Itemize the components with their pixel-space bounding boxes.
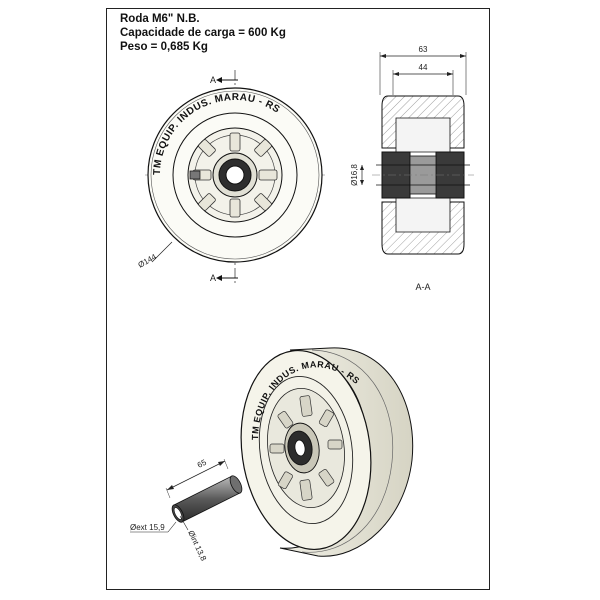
- section-view: 63 44 Ø16,8 A-A: [350, 45, 474, 292]
- dim-inner-width: 44: [419, 63, 428, 72]
- front-diameter-label: Ø144: [137, 252, 159, 270]
- axle-body: [173, 475, 241, 523]
- section-hub-web-upper: [395, 117, 451, 153]
- section-mark-bottom: A: [210, 273, 216, 283]
- iso-hub-spokes: [269, 395, 343, 501]
- section-hub-web-lower: [395, 197, 451, 233]
- axle-length-dim: [166, 460, 226, 491]
- axle-length-label: 65: [196, 457, 209, 469]
- tire-outer-line: [150, 90, 320, 260]
- axle-outer-diameter: Øext 15,9: [130, 523, 165, 532]
- dim-outer-width: 63: [419, 45, 428, 54]
- axle-tube: [171, 475, 243, 523]
- iso-axle-bore: [294, 439, 306, 457]
- title-block: Roda M6" N.B. Capacidade de carga = 600 …: [120, 12, 286, 54]
- front-view: A A TM EQUIP. INDUS. MARAU - RS: [137, 70, 325, 285]
- section-arrowhead-bottom: [216, 275, 222, 281]
- dim-bore: Ø16,8: [350, 164, 359, 186]
- wheel-title: Roda M6" N.B.: [120, 13, 200, 25]
- wheel-weight: Peso = 0,685 Kg: [120, 41, 208, 53]
- section-caption: A-A: [415, 282, 430, 292]
- isometric-view: TM EQUIP. INDUS. MARAU - RS: [130, 347, 414, 563]
- grease-nipple: [189, 170, 201, 180]
- load-capacity: Capacidade de carga = 600 Kg: [120, 27, 286, 39]
- diameter-leader: [151, 241, 173, 263]
- axle-inner-diameter: Øint 13,8: [186, 529, 208, 563]
- section-mark-top: A: [210, 75, 216, 85]
- section-arrowhead-top: [216, 77, 222, 83]
- axle-bore: [225, 165, 245, 185]
- axle-end-far: [229, 475, 243, 494]
